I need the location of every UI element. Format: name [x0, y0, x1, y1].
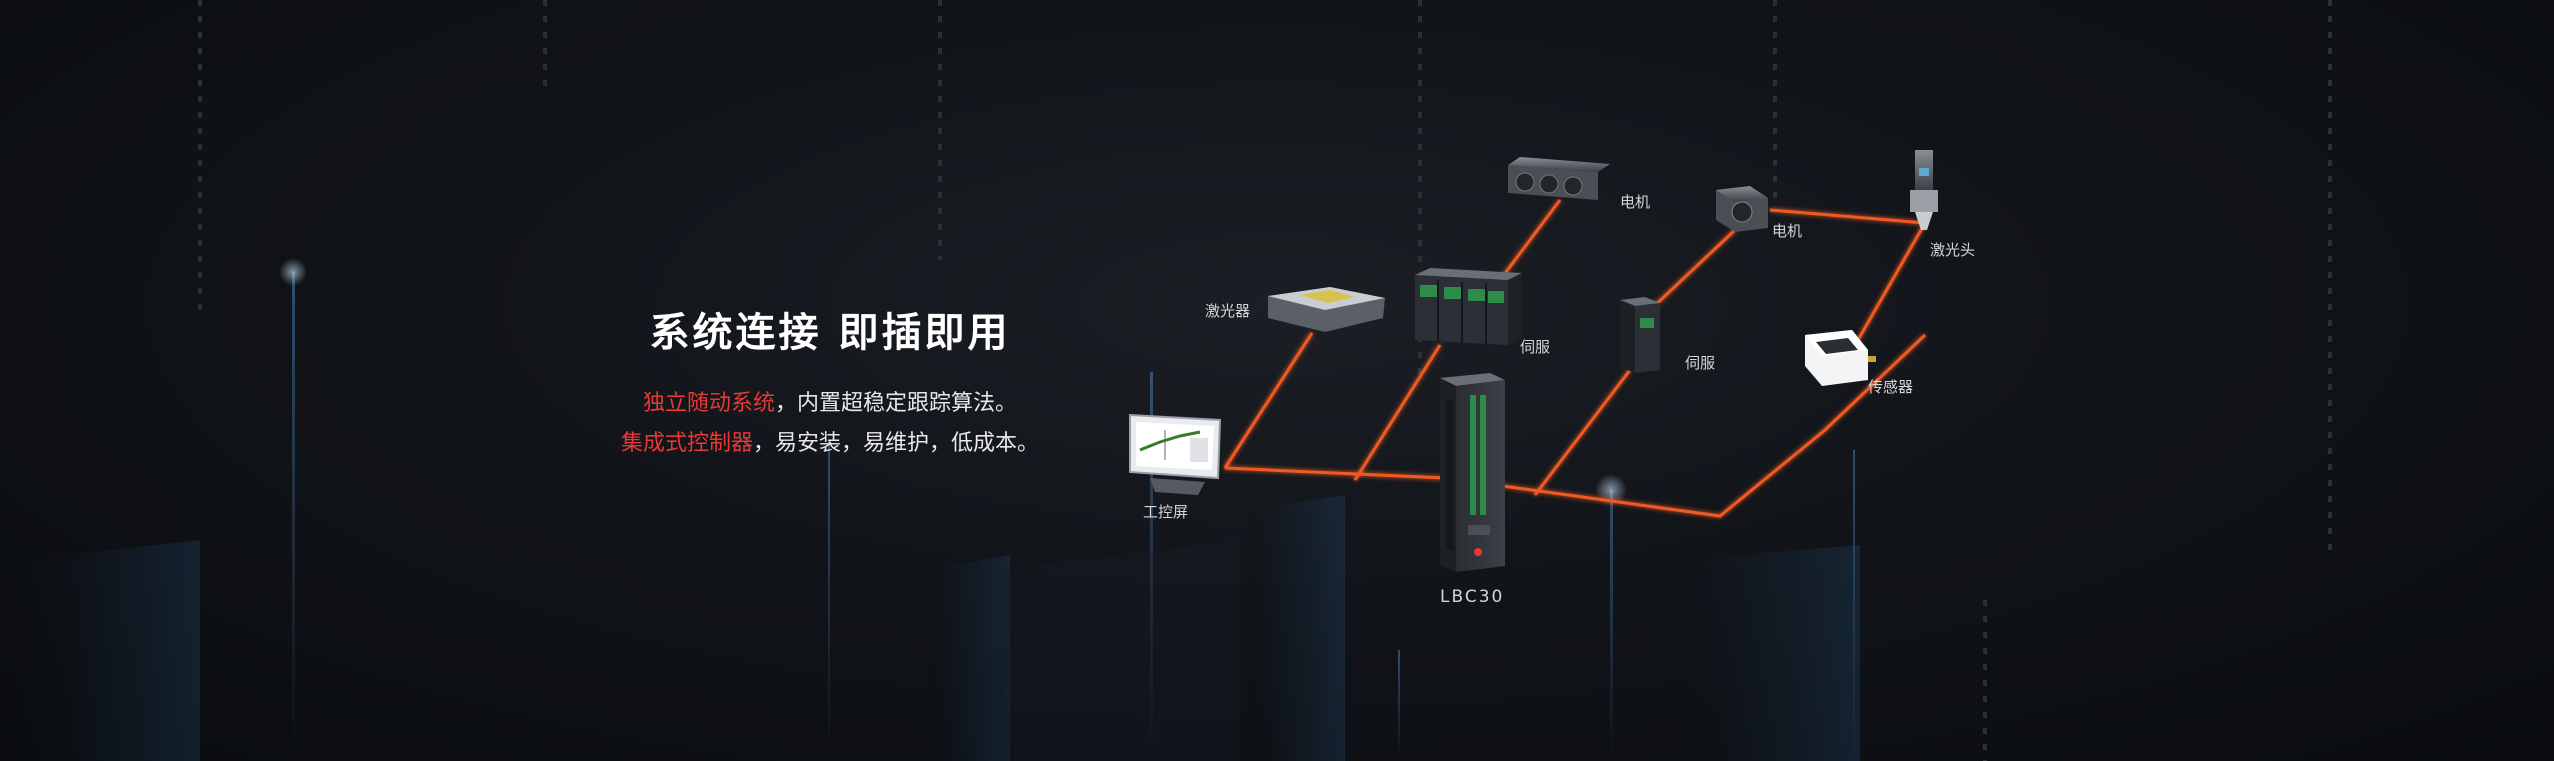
motors-1: 电机: [1508, 157, 1650, 211]
laser-head: 激光头: [1910, 150, 1975, 259]
servo-drive-2: 伺服: [1620, 297, 1715, 373]
binary-columns: [198, 0, 2332, 761]
connection-wires: [1223, 199, 1927, 518]
wire-laser: [1223, 332, 1314, 469]
label-servo-1: 伺服: [1520, 338, 1550, 356]
intro-line-2-highlight: 集成式控制器: [620, 431, 753, 456]
wire-servo-1: [1353, 344, 1442, 481]
servo-drives-1: 伺服: [1415, 268, 1550, 356]
wire-laser-head-sensor: [1856, 222, 1927, 341]
label-motor-1: 电机: [1620, 193, 1650, 211]
label-motor-2: 电机: [1772, 222, 1802, 240]
label-sensor: 传感器: [1868, 378, 1913, 396]
wire-motor-2: [1648, 228, 1737, 312]
glow-boxes: [20, 495, 1860, 761]
label-industrial-screen: 工控屏: [1143, 503, 1188, 521]
sensor: 传感器: [1805, 330, 1913, 396]
intro-line-2-text: ，易安装，易维护，低成本。: [753, 431, 1040, 456]
label-controller-model: LBC30: [1440, 587, 1504, 607]
intro-block: 系统连接 即插即用 独立随动系统，内置超稳定跟踪算法。 集成式控制器，易安装，易…: [560, 300, 1100, 464]
label-laser: 激光器: [1205, 302, 1250, 320]
motor-2: 电机: [1716, 186, 1802, 240]
intro-line-1: 独立随动系统，内置超稳定跟踪算法。: [560, 384, 1100, 424]
intro-title: 系统连接 即插即用: [649, 310, 1011, 356]
intro-line-1-text: ，内置超稳定跟踪算法。: [775, 391, 1018, 416]
industrial-screen: 工控屏: [1129, 413, 1222, 521]
controller-lbc30: LBC30: [1440, 373, 1505, 607]
intro-line-1-highlight: 独立随动系统: [642, 391, 775, 416]
wire-main-bus: [1224, 333, 1927, 518]
laser-source: 激光器: [1205, 287, 1385, 332]
label-servo-2: 伺服: [1685, 354, 1715, 372]
wire-laser-head: [1769, 208, 1926, 225]
wire-servo-2: [1533, 369, 1632, 496]
intro-line-2: 集成式控制器，易安装，易维护，低成本。: [560, 424, 1100, 464]
label-laser-head: 激光头: [1930, 241, 1975, 259]
